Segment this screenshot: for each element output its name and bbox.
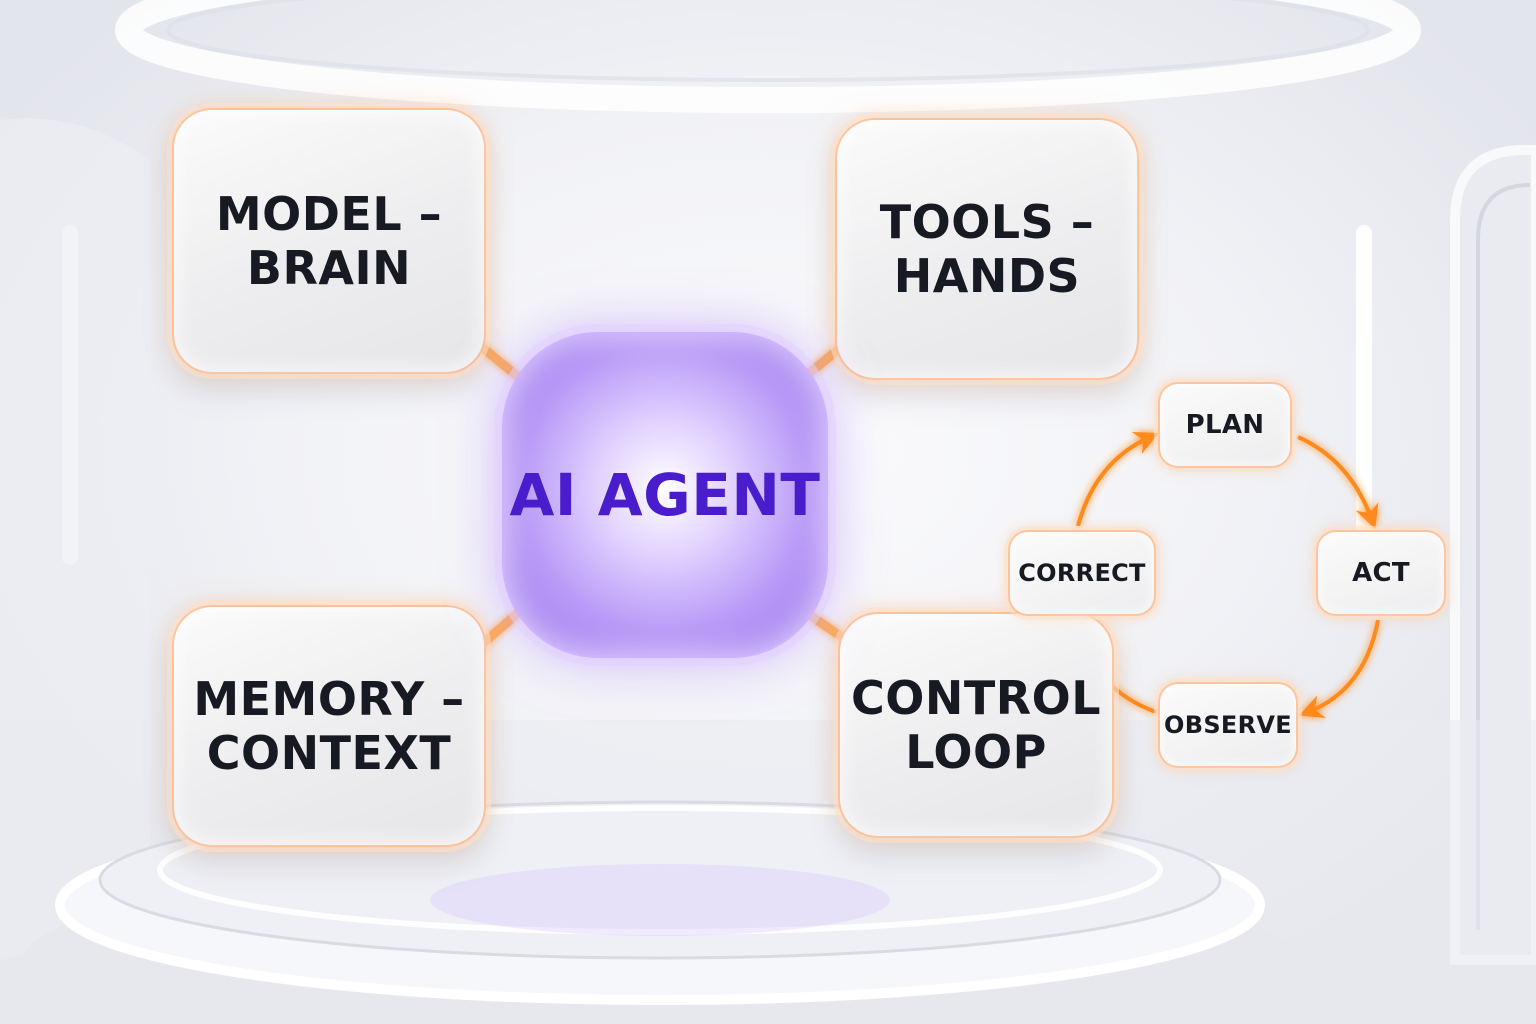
loop-step-correct-label: CORRECT xyxy=(1018,559,1146,587)
loop-step-act: ACT xyxy=(1316,530,1446,616)
arrow-correct-to-plan xyxy=(1076,432,1159,527)
node-control-line-2: LOOP xyxy=(905,725,1047,779)
node-memory-line-2: CONTEXT xyxy=(206,726,452,780)
node-model-brain: MODEL – BRAIN xyxy=(172,108,486,374)
arrow-act-to-observe xyxy=(1299,619,1380,719)
loop-step-plan: PLAN xyxy=(1158,382,1292,468)
loop-step-observe-label: OBSERVE xyxy=(1164,711,1292,739)
ai-agent-label: AI AGENT xyxy=(509,461,821,529)
node-model-line-1: MODEL – xyxy=(215,186,443,241)
loop-step-observe: OBSERVE xyxy=(1158,682,1298,768)
node-control-loop: CONTROL LOOP xyxy=(838,612,1114,838)
loop-step-correct: CORRECT xyxy=(1008,530,1156,616)
node-control-label: CONTROL LOOP xyxy=(851,671,1101,780)
node-model-label: MODEL – BRAIN xyxy=(216,187,442,296)
node-memory-line-1: MEMORY – xyxy=(193,671,465,726)
node-ai-agent: AI AGENT xyxy=(502,332,828,658)
loop-step-plan-label: PLAN xyxy=(1185,410,1265,440)
node-memory-label: MEMORY – CONTEXT xyxy=(193,672,464,781)
node-tools-hands: TOOLS – HANDS xyxy=(835,118,1139,380)
node-tools-label: TOOLS – HANDS xyxy=(880,195,1095,304)
node-tools-line-1: TOOLS – xyxy=(879,194,1095,249)
node-model-line-2: BRAIN xyxy=(246,241,412,295)
node-memory-context: MEMORY – CONTEXT xyxy=(172,605,486,847)
loop-step-act-label: ACT xyxy=(1352,558,1410,588)
arrow-plan-to-act xyxy=(1297,435,1379,530)
node-tools-line-2: HANDS xyxy=(893,249,1081,303)
node-control-line-1: CONTROL xyxy=(850,670,1102,725)
